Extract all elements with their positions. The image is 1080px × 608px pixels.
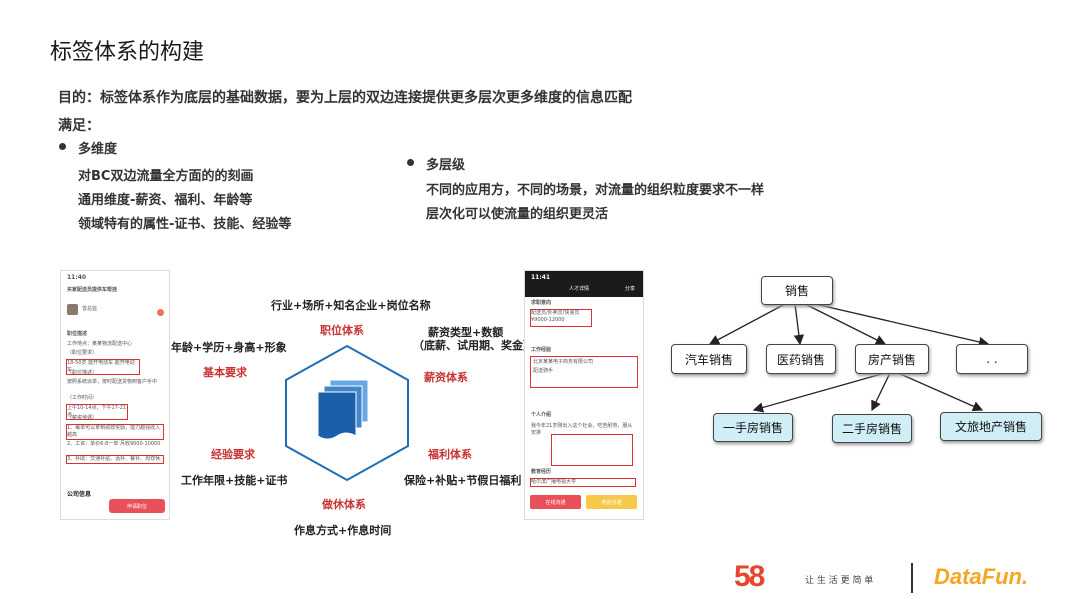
desc-line-highlight: 18-50岁 能开电动车 能开电动车 — [66, 359, 140, 375]
footer-divider — [911, 563, 913, 593]
bullet-dot — [407, 159, 414, 166]
slide-title: 标签体系的构建 — [50, 40, 205, 65]
intent-highlight: 配送员/外卖员/快递员 ¥9000-12000 — [530, 309, 592, 327]
diagram-right-top-label-2: （底薪、试用期、奖金） — [413, 339, 534, 352]
tree-connectors — [708, 303, 990, 413]
tree-node-level1: 汽车销售 — [671, 344, 747, 374]
tree-node-level1: 医药销售 — [766, 344, 836, 374]
diagram-bottom-label: 作息方式+作息时间 — [294, 524, 392, 537]
hexagon-database-icon — [285, 344, 409, 482]
welfare-system-label: 福利体系 — [428, 448, 472, 461]
company-info-label: 公司信息 — [67, 491, 92, 498]
logo-58: 58 — [734, 560, 765, 593]
job-title: 买家配送员提供车帮挂 — [67, 287, 118, 293]
section-title: 求职意向 — [531, 300, 552, 306]
bullet-line: 领域特有的属性-证书、技能、经验等 — [78, 217, 292, 232]
desc-line: （职位描述） — [67, 370, 98, 376]
desc-line: （职位要求） — [67, 350, 98, 356]
job-post-phone-screenshot: 11:40 买家配送员提供车帮挂 曾总监 职位描述 工作地点：某某物流配送中心 … — [60, 270, 170, 520]
tree-root-node: 销售 — [761, 276, 833, 305]
tree-node-level2: 一手房销售 — [713, 413, 793, 442]
section-title: 工作经验 — [531, 347, 552, 353]
bullet-line: 不同的应用方，不同的场景，对流量的组织粒度要求不一样 — [426, 183, 765, 198]
desc-line: （薪资待遇） — [67, 415, 98, 421]
desc-line: （工作时间） — [67, 395, 98, 401]
bullet-line: 对BC双边流量全方面的的刻画 — [78, 169, 254, 184]
slogan: 让 生 活 更 简 单 — [805, 576, 874, 586]
status-time: 11:40 — [67, 274, 87, 281]
share-link[interactable]: 分享 — [625, 286, 636, 292]
desc-line-highlight: 3、补助：交通补贴、话补、餐补、周双休 — [66, 455, 164, 464]
position-system-label: 职位体系 — [320, 324, 364, 337]
diagram-left-bottom-label: 工作年限+技能+证书 — [181, 474, 288, 487]
online-chat-button[interactable]: 在线沟通 — [530, 495, 581, 509]
talent-detail-phone-screenshot: 11:41 人才详情 分享 求职意向 配送员/外卖员/快递员 ¥9000-120… — [524, 270, 644, 520]
section-title: 教育经历 — [531, 469, 552, 475]
satisfy-label: 满足： — [58, 118, 100, 134]
desc-line-highlight: 上午10-14点，下午17-21点 — [66, 404, 128, 420]
tree-node-level1: 房产销售 — [855, 344, 929, 374]
work-rest-system-label: 做休体系 — [322, 498, 366, 511]
bullet-dot — [59, 143, 66, 150]
section-title: 职位描述 — [67, 331, 88, 337]
job-role: 配送骑手 — [533, 368, 554, 374]
diagram-right-bottom-label: 保险+补贴+节假日福利 — [404, 474, 522, 487]
desc-line: 2、工资：单价6-8一单 月收9000-10000 — [67, 441, 161, 447]
section-title: 个人介绍 — [531, 412, 552, 418]
bullet-heading-multilevel: 多层级 — [426, 158, 466, 173]
tree-node-level2: 文旅地产销售 — [940, 412, 1042, 441]
tree-node-level1: . . — [956, 344, 1028, 374]
purpose-text: 目的：标签体系作为底层的基础数据，要为上层的双边连接提供更多层次更多维度的信息匹… — [58, 90, 632, 106]
experience-highlight: 北京某某电子商务有限公司 配送骑手 — [530, 356, 638, 388]
tree-node-level2: 二手房销售 — [832, 414, 912, 443]
bullet-heading-multidim: 多维度 — [78, 142, 118, 157]
salary-system-label: 薪资体系 — [424, 371, 468, 384]
phone-call-button[interactable]: 电话沟通 — [586, 495, 637, 509]
desc-line-highlight: 1、每单可以拿到绩效奖励，能力越强收入越高 — [66, 424, 164, 440]
status-time: 11:41 — [531, 274, 551, 281]
company-name: 北京某某电子商务有限公司 — [533, 359, 594, 365]
chat-icon — [157, 309, 164, 316]
recruiter-name: 曾总监 — [82, 306, 98, 312]
basic-requirement-label: 基本要求 — [203, 366, 247, 379]
intro-text: 我今年21岁刚出入这个社会，吃苦耐劳，服从安排 — [531, 423, 633, 436]
diagram-right-top-label-1: 薪资类型+数额 — [428, 326, 504, 339]
bullet-line: 层次化可以使流量的组织更灵活 — [426, 207, 609, 222]
datafun-logo: DataFun. — [934, 564, 1029, 589]
diagram-top-label: 行业+场所+知名企业+岗位名称 — [271, 299, 431, 312]
desc-line: 按照系统派单，按时配送货物到客户手中 — [67, 379, 158, 385]
education-highlight: 哈尔滨广播电视大学 — [530, 478, 636, 487]
intro-highlight — [551, 434, 633, 466]
avatar — [67, 304, 78, 315]
apply-button[interactable]: 申请职位 — [109, 499, 165, 513]
experience-requirement-label: 经验要求 — [211, 448, 255, 461]
phone-header-bar — [525, 271, 643, 297]
diagram-left-top-label: 年龄+学历+身高+形象 — [171, 341, 287, 354]
talent-detail-title: 人才详情 — [569, 286, 590, 292]
bullet-line: 通用维度-薪资、福利、年龄等 — [78, 193, 253, 208]
desc-line: 工作地点：某某物流配送中心 — [67, 341, 133, 347]
